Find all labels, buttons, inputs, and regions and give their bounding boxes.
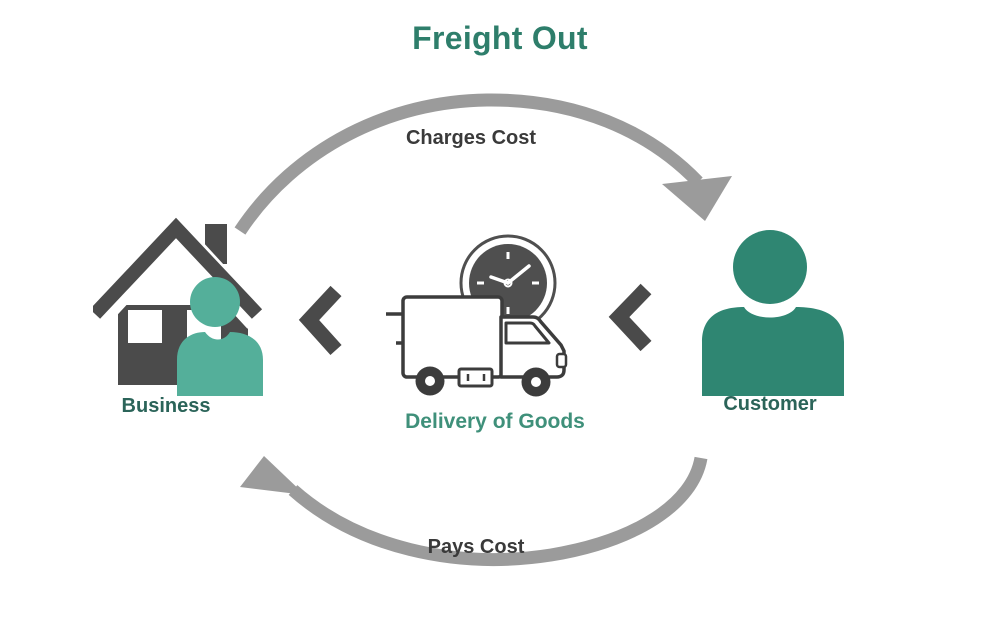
- customer-label: Customer: [723, 393, 817, 415]
- delivery-truck-clock-icon: [386, 234, 568, 397]
- truck-wheels: [415, 366, 551, 397]
- chevron-to-business-icon: [298, 285, 342, 356]
- pays-arrow-icon: [240, 456, 708, 566]
- customer-body: [702, 307, 844, 396]
- customer-head: [733, 230, 807, 304]
- charges-arrow-icon: [234, 93, 732, 235]
- truck-window: [504, 321, 551, 345]
- customer-person-icon: [702, 230, 844, 396]
- pays-arrowhead: [240, 456, 305, 495]
- charges-arc: [234, 93, 703, 235]
- chevron-to-delivery-icon: [608, 283, 652, 352]
- truck-box: [401, 295, 504, 379]
- diagram-title: Freight Out: [412, 20, 588, 56]
- pays-cost-label: Pays Cost: [427, 536, 525, 558]
- business-label: Business: [121, 395, 211, 417]
- business-person-body: [177, 332, 263, 396]
- delivery-label: Delivery of Goods: [405, 410, 585, 433]
- truck-headlight: [555, 352, 568, 369]
- charges-cost-label: Charges Cost: [405, 127, 537, 149]
- business-person-icon: [177, 277, 263, 396]
- business-person-head: [190, 277, 240, 327]
- pays-arc: [288, 456, 708, 566]
- house-window-left: [128, 310, 162, 343]
- truck-plate: [457, 367, 494, 388]
- charges-arrowhead: [662, 176, 732, 221]
